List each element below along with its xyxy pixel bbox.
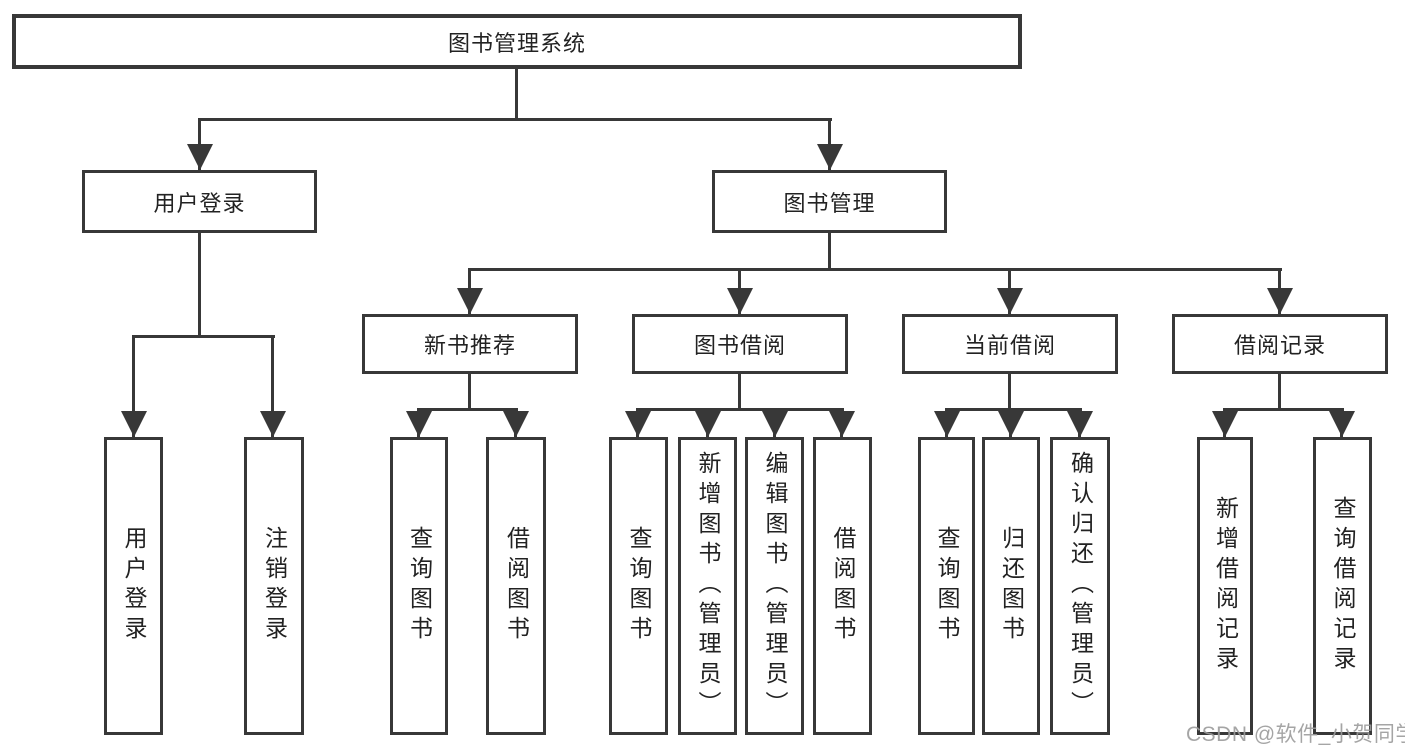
node-book-management: 图书管理 [712,170,947,233]
connector-line [132,338,135,437]
leaf-query-books: 查询图书 [918,437,975,735]
connector-line [468,374,471,411]
leaf-query-books: 查询图书 [390,437,448,735]
connector-line [828,233,831,271]
arrow-down-icon [1067,411,1093,437]
arrow-down-icon [997,288,1023,314]
connector-line [271,338,274,437]
arrow-down-icon [625,411,651,437]
node-borrowing-records: 借阅记录 [1172,314,1388,374]
leaf-user-login: 用户登录 [104,437,163,735]
arrow-down-icon [1329,411,1355,437]
arrow-down-icon [829,411,855,437]
csdn-watermark: CSDN @软件_小贺同学 [1186,723,1405,746]
node-book-borrowing: 图书借阅 [632,314,848,374]
leaf-add-borrow-record: 新增借阅记录 [1197,437,1253,735]
node-user-login: 用户登录 [82,170,317,233]
arrow-down-icon [503,411,529,437]
leaf-borrow-books: 借阅图书 [813,437,872,735]
arrow-down-icon [1212,411,1238,437]
leaf-logout: 注销登录 [244,437,304,735]
connector-line [1278,374,1281,411]
connector-line [636,408,844,411]
arrow-down-icon [187,144,213,170]
connector-line [198,118,832,121]
connector-line [1008,374,1011,411]
node-library-management-system: 图书管理系统 [12,14,1022,69]
arrow-down-icon [762,411,788,437]
arrow-down-icon [817,144,843,170]
arrow-down-icon [695,411,721,437]
arrow-down-icon [260,411,286,437]
leaf-edit-books-admin: 编辑图书（管理员） [745,437,804,735]
connector-line [198,233,201,338]
connector-line [738,374,741,411]
arrow-down-icon [406,411,432,437]
leaf-return-books: 归还图书 [982,437,1040,735]
arrow-down-icon [934,411,960,437]
leaf-add-books-admin: 新增图书（管理员） [678,437,737,735]
arrow-down-icon [998,411,1024,437]
connector-line [468,268,1282,271]
arrow-down-icon [121,411,147,437]
connector-line [515,68,518,121]
connector-line [1223,408,1344,411]
leaf-confirm-return-admin: 确认归还（管理员） [1050,437,1110,735]
connector-line [945,408,1082,411]
node-current-borrowing: 当前借阅 [902,314,1118,374]
arrow-down-icon [457,288,483,314]
leaf-query-borrow-record: 查询借阅记录 [1313,437,1372,735]
leaf-query-books: 查询图书 [609,437,668,735]
connector-line [132,335,275,338]
node-new-book-recommendation: 新书推荐 [362,314,578,374]
connector-line [417,408,518,411]
arrow-down-icon [1267,288,1293,314]
arrow-down-icon [727,288,753,314]
leaf-borrow-books: 借阅图书 [486,437,546,735]
